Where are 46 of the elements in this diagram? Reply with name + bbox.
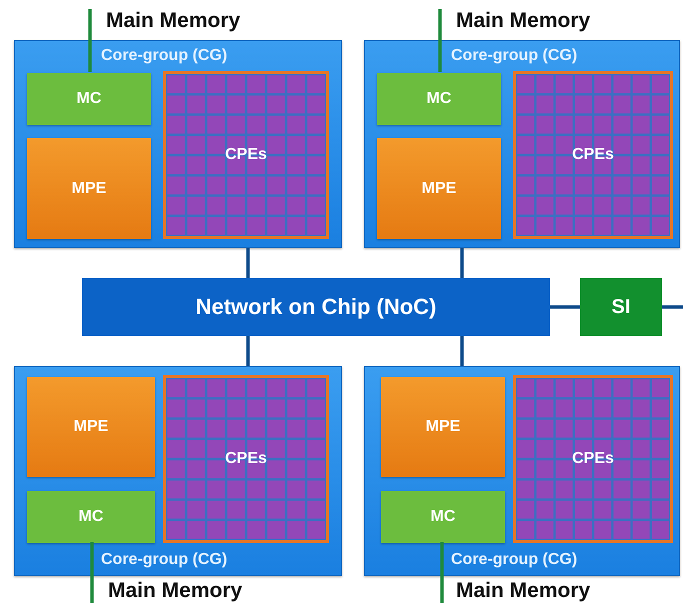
memory-text: Main Memory	[108, 579, 242, 603]
memory-controller-box	[381, 491, 505, 543]
connector-line	[460, 248, 464, 278]
group-heading: Core-group (CG)	[101, 551, 228, 569]
memory-controller-box	[27, 73, 151, 125]
connector-line	[662, 305, 683, 309]
box-label: MC	[430, 508, 456, 526]
management-processor-box	[27, 377, 155, 477]
box-label: MPE	[74, 418, 108, 436]
group-heading: Core-group (CG)	[451, 551, 578, 569]
management-processor-box	[381, 377, 505, 477]
box-label: CPEs	[572, 146, 614, 164]
connector-line	[460, 336, 464, 366]
interface-box	[580, 278, 662, 336]
core-group-box	[14, 366, 342, 576]
core-group-box	[364, 366, 680, 576]
memory-text: Main Memory	[106, 9, 240, 33]
box-label: MC	[426, 90, 452, 108]
memory-text: Main Memory	[456, 579, 590, 603]
box-label: MPE	[422, 180, 456, 198]
group-heading: Core-group (CG)	[101, 47, 228, 65]
connector-line	[246, 336, 250, 366]
network-bar	[82, 278, 550, 336]
memory-controller-box	[377, 73, 501, 125]
group-heading: Core-group (CG)	[451, 47, 578, 65]
box-label: MC	[78, 508, 104, 526]
connector-line	[550, 305, 580, 309]
core-group-box	[364, 40, 680, 248]
box-label: MPE	[72, 180, 106, 198]
core-group-box	[14, 40, 342, 248]
connector-line	[246, 248, 250, 278]
box-label: SI	[612, 296, 630, 318]
box-label: MC	[76, 90, 102, 108]
memory-controller-box	[27, 491, 155, 543]
box-label: CPEs	[225, 450, 267, 468]
box-label: CPEs	[572, 450, 614, 468]
management-processor-box	[377, 138, 501, 239]
connector-line	[438, 9, 442, 72]
connector-line	[440, 542, 444, 603]
box-label: Network on Chip (NoC)	[196, 294, 436, 320]
memory-text: Main Memory	[456, 9, 590, 33]
box-label: MPE	[426, 418, 460, 436]
box-label: CPEs	[225, 146, 267, 164]
management-processor-box	[27, 138, 151, 239]
connector-line	[88, 9, 92, 72]
connector-line	[90, 542, 94, 603]
